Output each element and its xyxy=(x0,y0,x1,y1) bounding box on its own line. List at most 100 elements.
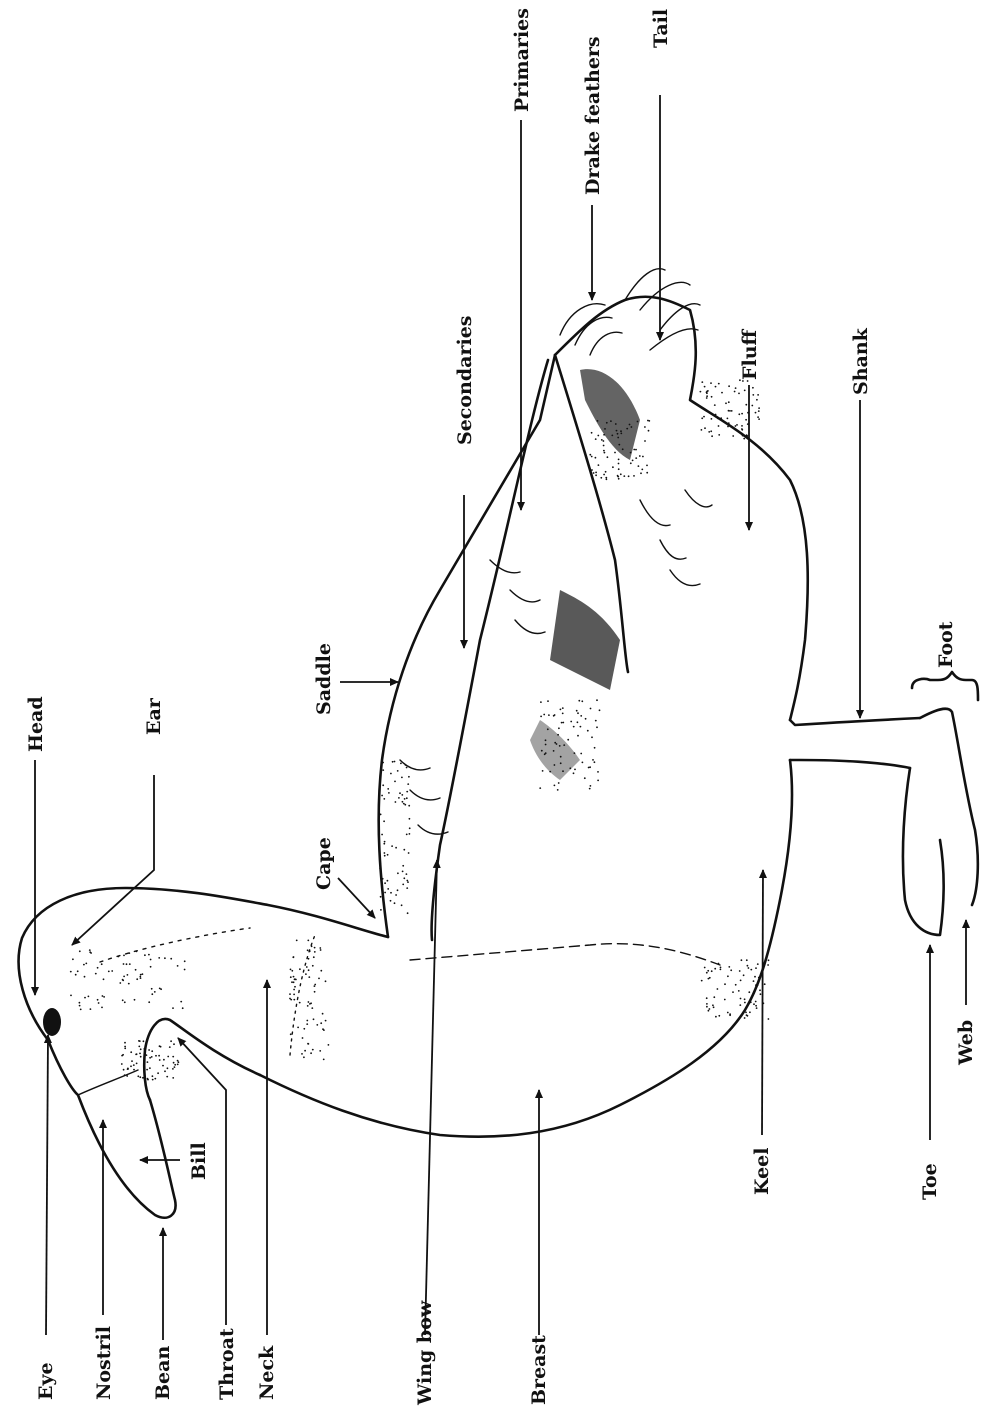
stipple-dot xyxy=(303,1056,305,1058)
stipple-dot xyxy=(383,843,385,845)
stipple-dot xyxy=(318,978,320,980)
stipple-dot xyxy=(391,845,393,847)
stipple-dot xyxy=(626,428,628,430)
stipple-dot xyxy=(294,979,296,981)
stipple-dot xyxy=(744,1002,746,1004)
stipple-dot xyxy=(308,976,310,978)
stipple-dot xyxy=(314,951,316,953)
stipple-dot xyxy=(759,989,761,991)
stipple-dot xyxy=(121,1055,123,1057)
stipple-dot xyxy=(758,418,760,420)
stipple-dot xyxy=(407,783,409,785)
stipple-dot xyxy=(290,976,292,978)
bill-outline xyxy=(48,1040,176,1218)
shank-outline xyxy=(790,718,920,768)
stipple-dot xyxy=(580,715,582,717)
stipple-dot xyxy=(718,434,720,436)
stipple-dot xyxy=(307,949,309,951)
stipple-dot xyxy=(728,385,730,387)
stipple-dot xyxy=(606,422,608,424)
stipple-dot xyxy=(589,788,591,790)
label-drake-feathers: Drake feathers xyxy=(582,36,604,195)
stipple-dot xyxy=(544,753,546,755)
stipple-dot xyxy=(724,983,726,985)
stipple-dot xyxy=(139,1076,141,1078)
stipple-dot xyxy=(741,959,743,961)
stipple-dot xyxy=(644,426,646,428)
stipple-dot xyxy=(574,769,576,771)
stipple-dot xyxy=(584,777,586,779)
stipple-dot xyxy=(706,972,708,974)
stipple-dot xyxy=(182,1007,184,1009)
stipple-dot xyxy=(169,1046,171,1048)
stipple-dot xyxy=(557,789,559,791)
stipple-dot xyxy=(704,386,706,388)
stipple-dot xyxy=(554,714,556,716)
stipple-dot xyxy=(119,982,121,984)
stipple-dot xyxy=(622,448,624,450)
stipple-dot xyxy=(293,994,295,996)
stipple-dot xyxy=(562,707,564,709)
stipple-dot xyxy=(163,1059,165,1061)
stipple-shading xyxy=(70,379,769,1080)
stipple-dot xyxy=(592,759,594,761)
stipple-dot xyxy=(648,430,650,432)
stipple-dot xyxy=(708,431,710,433)
stipple-dot xyxy=(289,993,291,995)
stipple-dot xyxy=(539,787,541,789)
stipple-dot xyxy=(614,452,616,454)
neck-front-outline xyxy=(144,1019,260,1100)
throat-leader xyxy=(178,1038,226,1325)
stipple-dot xyxy=(301,1053,303,1055)
stipple-dot xyxy=(728,966,730,968)
stipple-dot xyxy=(403,877,405,879)
stipple-dot xyxy=(764,983,766,985)
stipple-dot xyxy=(721,392,723,394)
stipple-dot xyxy=(151,988,153,990)
breast-feather-line xyxy=(410,944,720,965)
stipple-dot xyxy=(307,940,309,942)
stipple-dot xyxy=(758,410,760,412)
stipple-dot xyxy=(744,1017,746,1019)
wing-underline xyxy=(432,360,548,940)
stipple-dot xyxy=(101,1007,103,1009)
stipple-dot xyxy=(755,967,757,969)
stipple-dot xyxy=(630,452,632,454)
head-stipple-line xyxy=(100,928,250,962)
stipple-dot xyxy=(756,1007,758,1009)
stipple-dot xyxy=(180,1001,182,1003)
stipple-dot xyxy=(316,1024,318,1026)
stipple-dot xyxy=(638,465,640,467)
stipple-dot xyxy=(756,399,758,401)
stipple-dot xyxy=(166,1076,168,1078)
stipple-dot xyxy=(308,1043,310,1045)
stipple-dot xyxy=(309,950,311,952)
stipple-dot xyxy=(136,1053,138,1055)
stipple-dot xyxy=(293,989,295,991)
stipple-dot xyxy=(124,1074,126,1076)
stipple-dot xyxy=(729,410,731,412)
stipple-dot xyxy=(736,424,738,426)
stipple-dot xyxy=(133,1064,135,1066)
stipple-dot xyxy=(130,1051,132,1053)
stipple-dot xyxy=(325,980,327,982)
stipple-dot xyxy=(604,428,606,430)
stipple-dot xyxy=(576,710,578,712)
stipple-dot xyxy=(701,381,703,383)
stipple-dot xyxy=(703,416,705,418)
stipple-dot xyxy=(408,776,410,778)
stipple-dot xyxy=(155,1055,157,1057)
stipple-dot xyxy=(711,970,713,972)
stipple-dot xyxy=(383,798,385,800)
stipple-dot xyxy=(597,780,599,782)
stipple-dot xyxy=(591,432,593,434)
stipple-dot xyxy=(593,472,595,474)
stipple-dot xyxy=(755,984,757,986)
stipple-dot xyxy=(603,450,605,452)
stipple-dot xyxy=(126,1075,128,1077)
label-throat: Throat xyxy=(216,1328,238,1400)
stipple-dot xyxy=(409,833,411,835)
stipple-dot xyxy=(320,949,322,951)
stipple-dot xyxy=(127,974,129,976)
